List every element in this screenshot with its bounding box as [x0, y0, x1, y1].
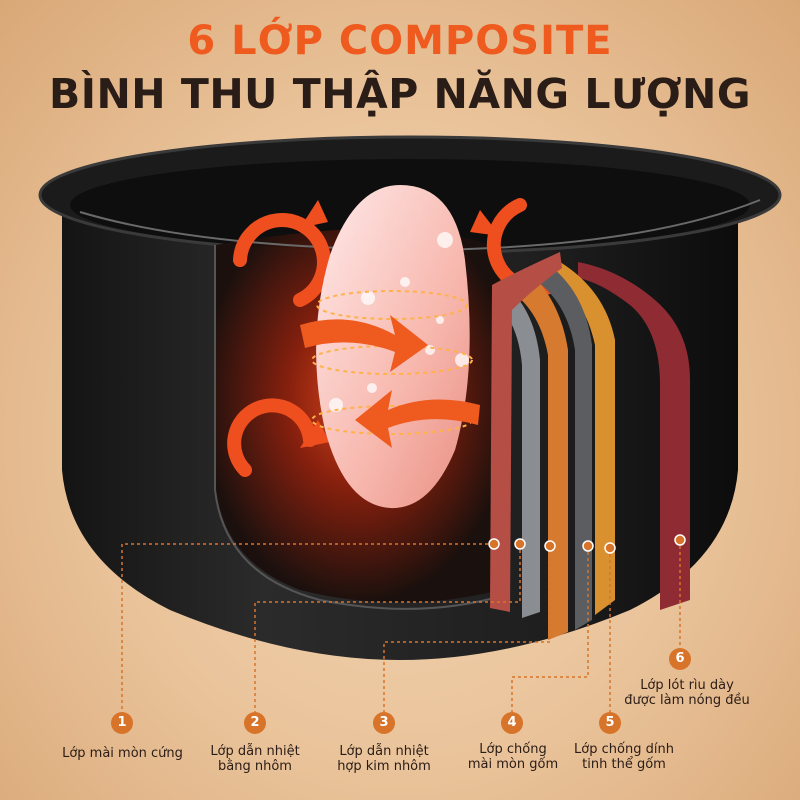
layer-2-marker: 2	[244, 712, 266, 734]
layer-5-label-line1: Lớp chống dính	[574, 742, 674, 757]
layer-2-label-line2: bằng nhôm	[218, 759, 292, 774]
layer-6	[578, 262, 690, 610]
layer-2-label: Lớp dẫn nhiệt bằng nhôm	[185, 744, 325, 774]
headline-primary: 6 LỚP COMPOSITE	[187, 18, 613, 64]
layer-3-label: Lớp dẫn nhiệt hợp kim nhôm	[314, 744, 454, 774]
layer-5-marker: 5	[599, 712, 621, 734]
layer-4-marker: 4	[501, 712, 523, 734]
layer-6-marker: 6	[669, 648, 691, 670]
layer-1-label: Lớp mài mòn cứng	[30, 746, 215, 761]
heat-arrow-icon	[300, 315, 480, 448]
layer-5-label: Lớp chống dính tinh thể gốm	[564, 742, 684, 772]
layer-4-label-line2: mài mòn gốm	[467, 757, 559, 772]
layer-3-label-line1: Lớp dẫn nhiệt	[339, 744, 429, 759]
layer-3-label-line2: hợp kim nhôm	[337, 759, 431, 774]
layer-3-marker: 3	[373, 712, 395, 734]
layer-4	[538, 262, 592, 630]
layer-4-label-line1: Lớp chống	[479, 742, 547, 757]
layer-5-label-line2: tinh thể gốm	[582, 757, 666, 772]
headline-secondary: BÌNH THU THẬP NĂNG LƯỢNG	[48, 70, 752, 118]
layer-2	[495, 285, 540, 618]
layer-6-label-line2: được làm nóng đều	[624, 693, 750, 708]
composite-layers	[490, 252, 690, 640]
layer-1-marker: 1	[111, 712, 133, 734]
layer-6-label: Lớp lót rìu dày được làm nóng đều	[612, 678, 762, 708]
inner-wall-edge	[214, 245, 506, 610]
layer-6-label-line1: Lớp lót rìu dày	[640, 678, 734, 693]
layer-5	[555, 262, 615, 615]
layer-1	[490, 252, 562, 612]
layer-1-label-line1: Lớp mài mòn cứng	[62, 746, 183, 761]
layer-4-label: Lớp chống mài mòn gốm	[452, 742, 574, 772]
layer-2-label-line1: Lớp dẫn nhiệt	[210, 744, 300, 759]
